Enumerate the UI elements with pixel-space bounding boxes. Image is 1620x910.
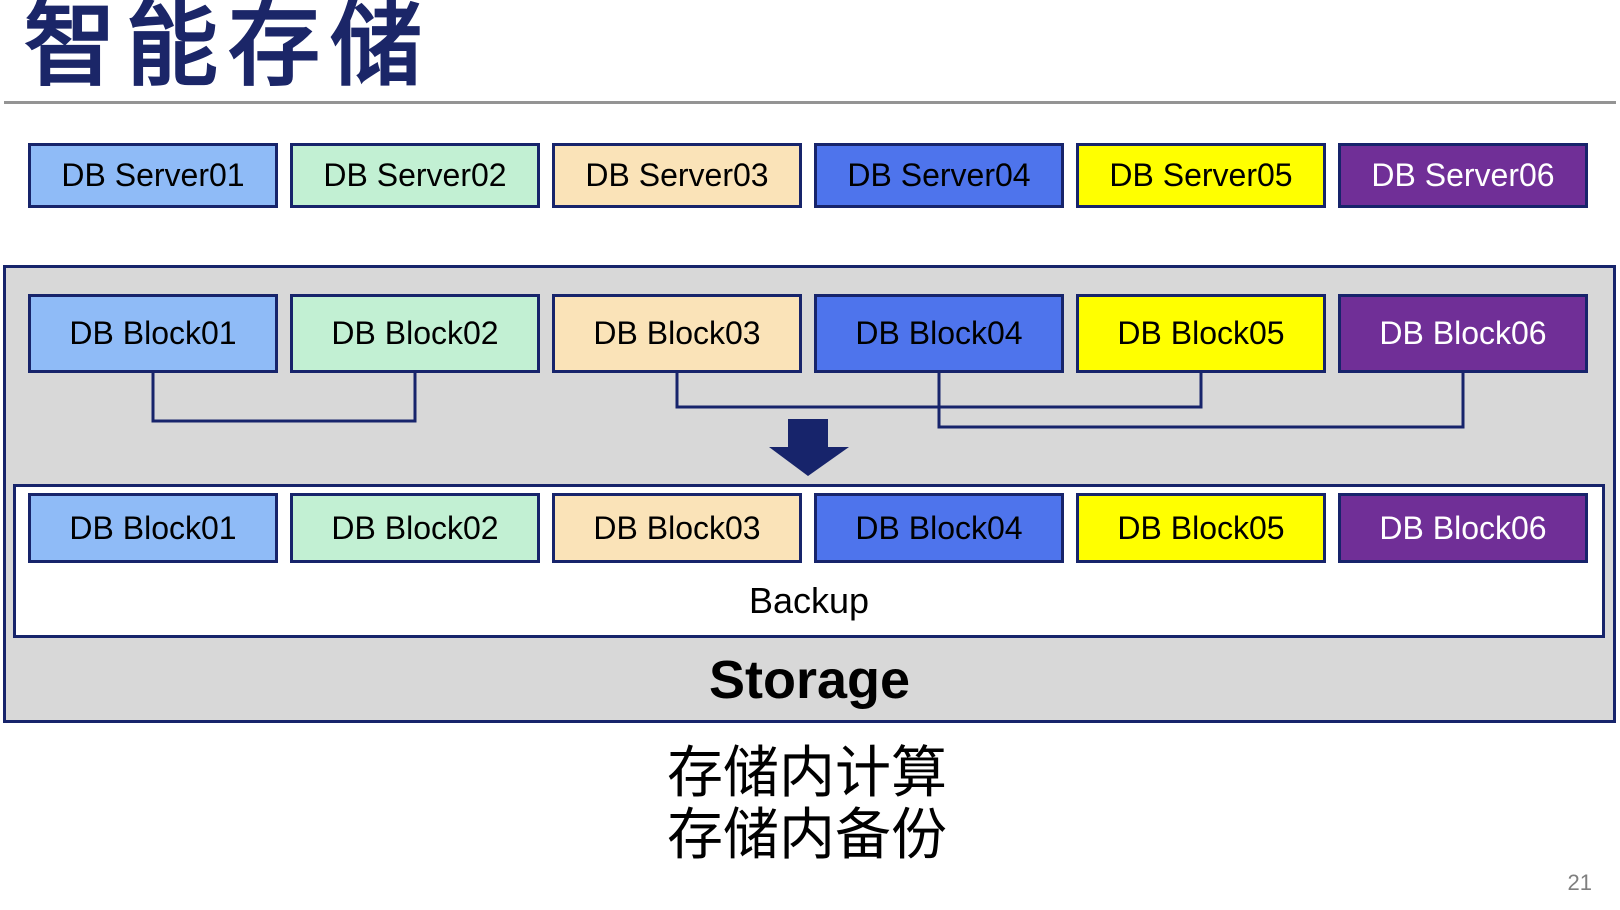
block-top-02: DB Block02 (290, 294, 540, 373)
block-bottom-01: DB Block01 (28, 493, 278, 563)
block-row-top: DB Block01 DB Block02 DB Block03 DB Bloc… (28, 294, 1588, 373)
server-box-06: DB Server06 (1338, 143, 1588, 208)
block-top-06: DB Block06 (1338, 294, 1588, 373)
page-number: 21 (1567, 870, 1592, 895)
block-bottom-05: DB Block05 (1076, 493, 1326, 563)
block-bottom-03: DB Block03 (552, 493, 802, 563)
caption-text: 存储内计算 存储内备份 (0, 742, 1614, 866)
block-top-03: DB Block03 (552, 294, 802, 373)
title-divider (4, 101, 1616, 104)
block-bottom-06: DB Block06 (1338, 493, 1588, 563)
server-box-02: DB Server02 (290, 143, 540, 208)
block-row-bottom: DB Block01 DB Block02 DB Block03 DB Bloc… (28, 493, 1588, 563)
caption-line-2: 存储内备份 (667, 803, 947, 866)
block-bottom-04: DB Block04 (814, 493, 1064, 563)
server-box-01: DB Server01 (28, 143, 278, 208)
server-box-03: DB Server03 (552, 143, 802, 208)
server-box-04: DB Server04 (814, 143, 1064, 208)
block-top-04: DB Block04 (814, 294, 1064, 373)
server-box-05: DB Server05 (1076, 143, 1326, 208)
block-top-01: DB Block01 (28, 294, 278, 373)
block-bottom-02: DB Block02 (290, 493, 540, 563)
caption-line-1: 存储内计算 (667, 741, 947, 804)
page-title: 智能存储 (24, 0, 433, 97)
block-top-05: DB Block05 (1076, 294, 1326, 373)
backup-label: Backup (748, 580, 870, 621)
server-row: DB Server01 DB Server02 DB Server03 DB S… (28, 143, 1588, 208)
storage-label: Storage (708, 650, 911, 710)
